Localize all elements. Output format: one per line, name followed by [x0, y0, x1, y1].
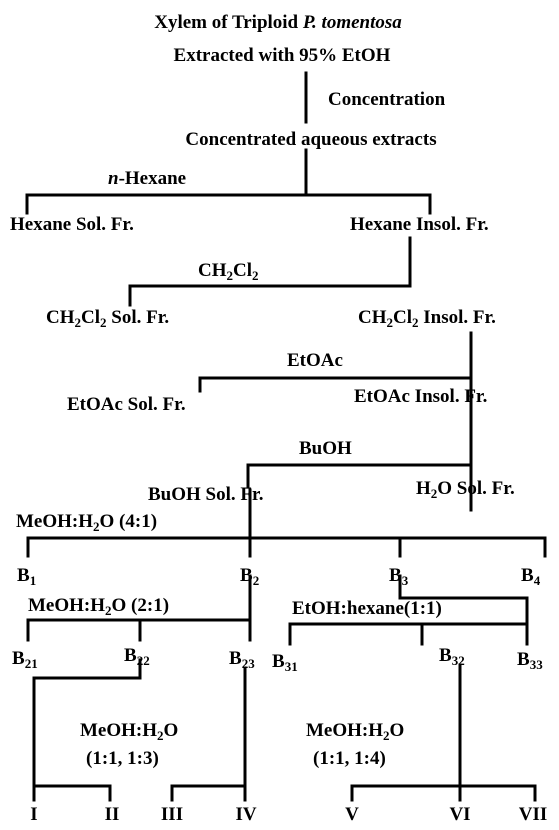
hexane-insol-fraction: Hexane Insol. Fr.	[350, 214, 489, 235]
ch2cl2-solvent-label: CH2Cl2	[198, 260, 259, 283]
meoh-14-label: MeOH:H2O	[306, 720, 405, 743]
compound-vi: VI	[449, 804, 471, 825]
etoac-sol-fraction: EtOAc Sol. Fr.	[67, 394, 186, 415]
compound-v: V	[345, 804, 359, 825]
fraction-b32: B32	[439, 645, 465, 668]
fraction-b21: B21	[12, 648, 38, 671]
compound-iv: IV	[235, 804, 257, 825]
fraction-b22: B22	[124, 645, 150, 668]
compound-ii: II	[104, 804, 120, 825]
compound-i: I	[30, 804, 38, 825]
meoh-13-label: MeOH:H2O	[80, 720, 179, 743]
fraction-b2: B2	[240, 565, 260, 588]
meoh-13-ratio: (1:1, 1:3)	[86, 748, 159, 769]
buoh-sol-fraction: BuOH Sol. Fr.	[148, 484, 264, 505]
diagram-title: Xylem of Triploid P. tomentosa	[154, 12, 402, 33]
etoac-solvent-label: EtOAc	[287, 350, 343, 371]
h2o-sol-fraction: H2O Sol. Fr.	[416, 478, 515, 501]
fraction-b31: B31	[272, 651, 298, 674]
aqueous-extract-label: Concentrated aqueous extracts	[185, 129, 437, 150]
meoh-41-label: MeOH:H2O (4:1)	[16, 511, 158, 534]
fraction-b1: B1	[17, 565, 37, 588]
ch2cl2-sol-fraction: CH2Cl2 Sol. Fr.	[46, 307, 170, 330]
compound-iii: III	[160, 804, 184, 825]
meoh-14-ratio: (1:1, 1:4)	[313, 748, 386, 769]
fraction-b33: B33	[517, 649, 543, 672]
hexane-sol-fraction: Hexane Sol. Fr.	[10, 214, 134, 235]
etoh-hexane-label: EtOH:hexane(1:1)	[292, 598, 442, 619]
fraction-b4: B4	[521, 565, 541, 588]
fraction-b3: B3	[389, 565, 409, 588]
extract-label: Extracted with 95% EtOH	[173, 45, 391, 66]
concentration-label: Concentration	[328, 89, 446, 110]
buoh-solvent-label: BuOH	[299, 438, 352, 459]
fraction-b23: B23	[229, 648, 255, 671]
compound-vii: VII	[518, 804, 548, 825]
meoh-21-label: MeOH:H2O (2:1)	[28, 595, 170, 618]
etoac-insol-fraction: EtOAc Insol. Fr.	[354, 386, 488, 407]
ch2cl2-insol-fraction: CH2Cl2 Insol. Fr.	[358, 307, 496, 330]
hexane-solvent-label: n-Hexane	[108, 168, 187, 189]
